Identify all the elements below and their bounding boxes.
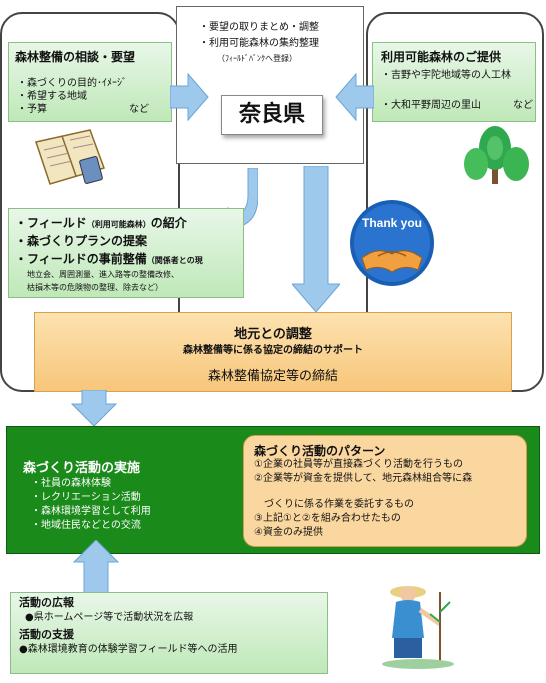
pattern-title: 森づくり活動のパターン [254,444,386,458]
pattern-line-1: ①企業の社員等が直接森づくり活動を行うもの [254,459,463,470]
activity-item-1: ・社員の森林体験 [31,478,111,489]
center-item-2: ・利用可能森林の集約整理 [199,38,319,49]
coordination-box: 地元との調整 森林整備等に係る協定の締結のサポート 森林整備協定等の締結 [34,312,512,392]
pr-title: 活動の広報 [19,596,74,609]
support-title: 活動の支援 [19,628,74,641]
right-item-2: ・大和平野周辺の里山 [381,100,481,111]
pattern-box: 森づくり活動のパターン ①企業の社員等が直接森づくり活動を行うもの ②企業等が資… [243,435,527,547]
right-panel-title: 利用可能森林のご提供 [381,50,502,64]
agreement-text: 森林整備協定等の締結 [207,369,338,384]
right-item-suffix: など [513,100,533,111]
notebook-calculator-icon [35,129,105,185]
activity-title: 森づくり活動の実施 [23,461,141,476]
activity-item-4: ・地域住民などとの交流 [31,520,141,531]
activity-item-3: ・森林環境学習として利用 [31,506,151,517]
thank-you-text: Thank you [361,216,422,230]
right-item-1: ・吉野や宇陀地域等の人工林 [381,70,511,81]
support-box: 活動の広報 ●県ホームページ等で活動状況を広報 活動の支援 ●森林環境教育の体験… [10,592,328,674]
pattern-line-3: づくりに係る作業を委託するもの [254,499,414,510]
coordination-title: 地元との調整 [234,327,312,342]
center-item-1: ・要望の取りまとめ・調整 [199,22,319,33]
support-item: ●森林環境教育の体験学習フィールド等への活用 [19,644,238,655]
field-item-1: ・フィールド（利用可能森林）の紹介 [15,216,187,230]
right-provide-panel: 利用可能森林のご提供 ・吉野や宇陀地域等の人工林 ・大和平野周辺の里山 など [372,42,536,122]
activity-item-2: ・レクリエーション活動 [31,492,141,503]
pr-item: ●県ホームページ等で活動状況を広報 [25,612,194,623]
field-item-3: ・フィールドの事前整備（関係者との現 [15,252,203,266]
field-introduction-box: ・フィールド（利用可能森林）の紹介 ・森づくりプランの提案 ・フィールドの事前整… [8,208,244,298]
coordination-to-activity-arrow [70,390,118,427]
pattern-line-2: ②企業等が資金を提供して、地元森林組合等に森 [254,473,473,484]
field-item-2: ・森づくりプランの提案 [15,234,148,248]
center-top-box: ・要望の取りまとめ・調整 ・利用可能森林の集約整理 （ﾌｨｰﾙﾄﾞﾊﾞﾝｸへ登録… [176,6,364,164]
field-detail-1: 地立会、周囲測量、進入路等の整備改修、 [27,270,179,279]
coordination-subtitle: 森林整備等に係る協定の締結のサポート [183,345,363,356]
trees-icon [464,126,529,184]
left-panel-title: 森林整備の相談・要望 [15,50,136,64]
left-item-2: ・希望する地域 [17,91,87,102]
pattern-line-5: ④資金のみ提供 [254,527,323,538]
pattern-line-4: ③上記①と②を組み合わせたもの [254,513,401,524]
right-to-center-arrow [335,72,374,122]
left-request-panel: 森林整備の相談・要望 ・森づくりの目的･ｲﾒｰｼﾞ ・希望する地域 ・予算 など [8,42,172,122]
bottom-to-activity-up-arrow [72,540,120,596]
activity-box: 森づくり活動の実施 ・社員の森林体験 ・レクリエーション活動 ・森林環境学習とし… [6,426,540,554]
center-note: （ﾌｨｰﾙﾄﾞﾊﾞﾝｸへ登録） [217,54,297,63]
left-item-suffix: など [129,104,149,115]
nara-prefecture-label: 奈良県 [221,95,323,135]
left-item-3: ・予算 [17,104,47,115]
left-item-1: ・森づくりの目的･ｲﾒｰｼﾞ [17,78,127,89]
center-down-arrow [292,166,340,313]
field-detail-2: 枯損木等の危険物の整理、除去など） [27,283,163,292]
worker-planting-icon [382,586,454,669]
thank-you-handshake-icon [350,200,434,286]
left-to-center-arrow [170,72,209,122]
